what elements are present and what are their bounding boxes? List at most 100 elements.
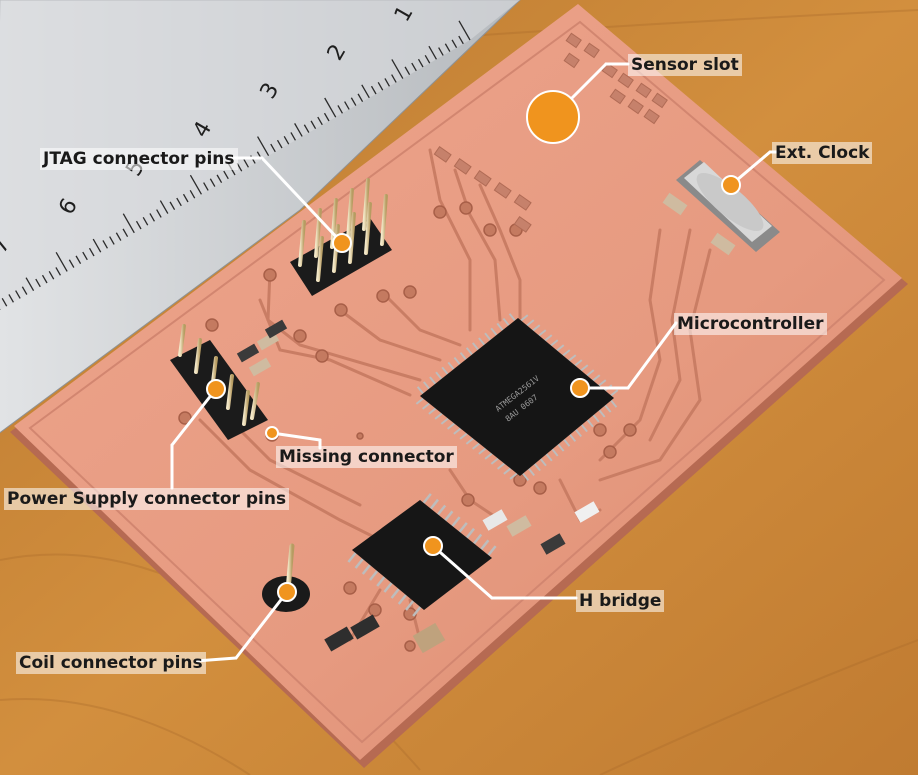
ruler-tick: [159, 200, 169, 214]
ruler-tick: [438, 47, 444, 56]
mcu-pin: [484, 332, 492, 341]
ruler: 1234567: [0, 0, 521, 434]
ruler-tick: [424, 54, 431, 64]
mcu-pin: [592, 414, 600, 423]
mcu-pin: [472, 342, 479, 351]
sensor-slot-pads: [433, 32, 668, 233]
ruler-tick: [303, 124, 310, 133]
mcu-pin: [434, 412, 443, 420]
h-bridge-pin: [369, 570, 379, 581]
pcb-traces: [198, 148, 712, 642]
mcu-pin: [502, 317, 510, 326]
mcu-pin: [422, 402, 430, 410]
h-bridge-pin: [354, 558, 364, 569]
microcontroller-label: Microcontroller: [674, 313, 827, 335]
ruler-tick: [310, 120, 317, 130]
mcu-pin: [544, 334, 553, 342]
mcu-pin: [538, 329, 547, 337]
ruler-tick: [428, 45, 437, 60]
mcu-pin: [520, 314, 529, 322]
ruler-tick: [391, 74, 397, 83]
pcb-vias: [178, 201, 637, 652]
ruler-tick: [270, 143, 276, 153]
mcu-pin: [478, 447, 487, 455]
ruler-tick: [458, 35, 464, 45]
ruler-tick: [323, 112, 330, 122]
mcu-pin: [574, 359, 583, 367]
h-bridge-pin: [487, 545, 497, 556]
h-bridge-pin: [412, 606, 422, 617]
ruler-tick: [290, 132, 296, 141]
h-bridge-pin: [397, 594, 407, 605]
ruler-tick: [182, 193, 189, 203]
mcu-pin: [610, 389, 619, 397]
missing-connector-marker: [265, 426, 279, 440]
mcu-pin: [562, 349, 571, 357]
coil-marker: [277, 582, 297, 602]
h-bridge-pin: [376, 576, 386, 587]
sensor-slot-label: Sensor slot: [628, 54, 742, 76]
ruler-tick: [176, 197, 182, 207]
mcu-pin: [575, 429, 582, 438]
mcu-pin: [472, 442, 480, 450]
mcu-pin: [598, 409, 606, 418]
mcu-pin: [509, 472, 518, 480]
mcu-pin: [435, 371, 443, 380]
mcu-pin: [490, 457, 499, 465]
mcu-pin: [497, 462, 505, 470]
mcu-pin: [447, 422, 455, 430]
h-bridge-pin: [383, 582, 393, 593]
h-bridge-pin: [437, 504, 447, 516]
ruler-tick: [276, 139, 283, 149]
ruler-tick: [92, 238, 102, 253]
ruler-tick: [370, 85, 377, 95]
callout-markers: [206, 90, 741, 602]
ruler-tick: [350, 97, 357, 106]
mcu-pin: [563, 438, 571, 447]
ext-clock-label: Ext. Clock: [772, 142, 873, 164]
sensor-slot-marker: [526, 90, 580, 144]
ruler-tick: [169, 201, 176, 211]
mcu-pin: [459, 432, 468, 440]
ruler-tick: [357, 93, 364, 103]
ruler-tick: [337, 105, 343, 114]
ruler-tick: [88, 247, 95, 257]
h-bridge-pin: [429, 498, 439, 510]
mcu-pin: [528, 468, 535, 477]
mcu-pin: [459, 352, 467, 361]
h-bridge-pin: [347, 552, 357, 563]
ruler-tick: [115, 232, 122, 241]
h-bridge-pin: [473, 533, 483, 545]
microcontroller-chip: ATMEGA2561V 8AU 0607: [415, 313, 619, 481]
ruler-tick: [122, 228, 129, 238]
mcu-pin: [503, 467, 512, 475]
ruler-tick: [149, 213, 155, 222]
ruler-tick: [15, 290, 21, 299]
mcu-pin: [415, 397, 424, 405]
mcu-pin: [586, 369, 595, 377]
ruler-tick: [68, 259, 75, 268]
mcu-pin: [416, 386, 424, 395]
ruler-tick: [189, 189, 196, 199]
h-bridge-pin: [422, 493, 432, 504]
ruler-tick: [102, 240, 108, 249]
h-bridge-pin: [465, 527, 475, 539]
mcu-pin: [478, 337, 486, 346]
ruler-tick: [257, 136, 270, 157]
mcu-pin: [580, 364, 589, 372]
ruler-tick: [451, 39, 458, 49]
mcu-pin: [532, 324, 541, 332]
mcu-pin: [568, 354, 577, 362]
h-bridge-pin: [458, 522, 468, 533]
mcu-pin: [428, 407, 437, 415]
ruler-tick: [404, 66, 411, 76]
mcu-pin: [440, 417, 449, 425]
ruler-tick: [324, 97, 337, 118]
mcu-pin: [598, 379, 607, 387]
mcu-pin: [490, 327, 498, 336]
ruler-tick: [1, 297, 8, 307]
ruler-tick: [384, 78, 390, 87]
ruler-tick: [411, 62, 417, 72]
mcu-pin: [556, 344, 565, 352]
